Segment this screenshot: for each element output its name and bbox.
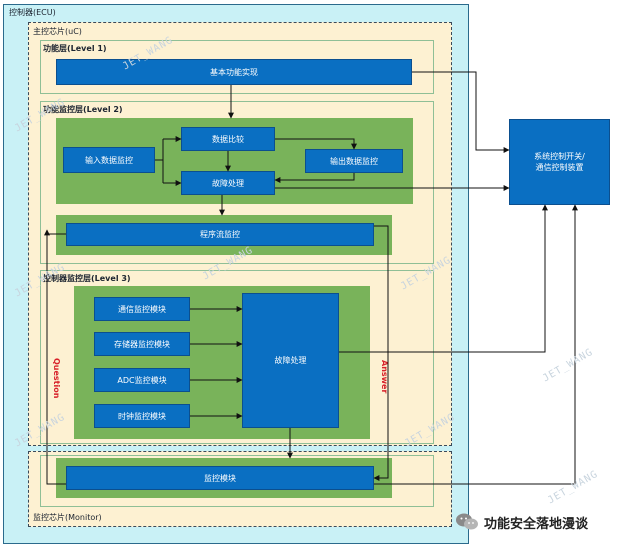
level1-label: 功能层(Level 1)	[43, 44, 107, 53]
level2-label: 功能监控层(Level 2)	[43, 105, 123, 114]
monitor-module-block: 监控模块	[66, 466, 374, 490]
brand-name: 功能安全落地漫谈	[484, 516, 589, 532]
monitor-chip-label: 监控芯片(Monitor)	[33, 513, 102, 522]
watermark-9: JET_WANG	[546, 468, 601, 507]
level1-layer	[40, 40, 434, 94]
level3-label: 控制器监控层(Level 3)	[43, 274, 131, 283]
basic-function-block: 基本功能实现	[56, 59, 412, 85]
ecu-label: 控制器(ECU)	[9, 8, 56, 17]
output-monitor-block: 输出数据监控	[305, 149, 403, 173]
watermark-6: JET_WANG	[541, 346, 596, 385]
input-monitor-block: 输入数据监控	[63, 147, 155, 173]
program-flow-block: 程序流监控	[66, 223, 374, 246]
comm-monitor-block: 通信监控模块	[94, 297, 190, 321]
fault-handling-l2-block: 故障处理	[181, 171, 275, 195]
question-label: Question	[52, 358, 61, 399]
system-switch-line1: 系统控制开关/	[534, 152, 585, 161]
answer-label: Answer	[380, 360, 389, 394]
fault-handling-l3-block: 故障处理	[242, 293, 339, 428]
wechat-icon	[456, 513, 478, 530]
main-chip-label: 主控芯片(uC)	[33, 27, 82, 36]
level2-layer	[40, 101, 434, 264]
adc-monitor-block: ADC监控模块	[94, 368, 190, 392]
system-switch-line2: 通信控制装置	[535, 163, 584, 172]
brand: 功能安全落地漫谈	[455, 512, 588, 532]
clock-monitor-block: 时钟监控模块	[94, 404, 190, 428]
system-switch-block: 系统控制开关/ 通信控制装置	[509, 119, 610, 205]
data-compare-block: 数据比较	[181, 127, 275, 151]
storage-monitor-block: 存储器监控模块	[94, 332, 190, 356]
